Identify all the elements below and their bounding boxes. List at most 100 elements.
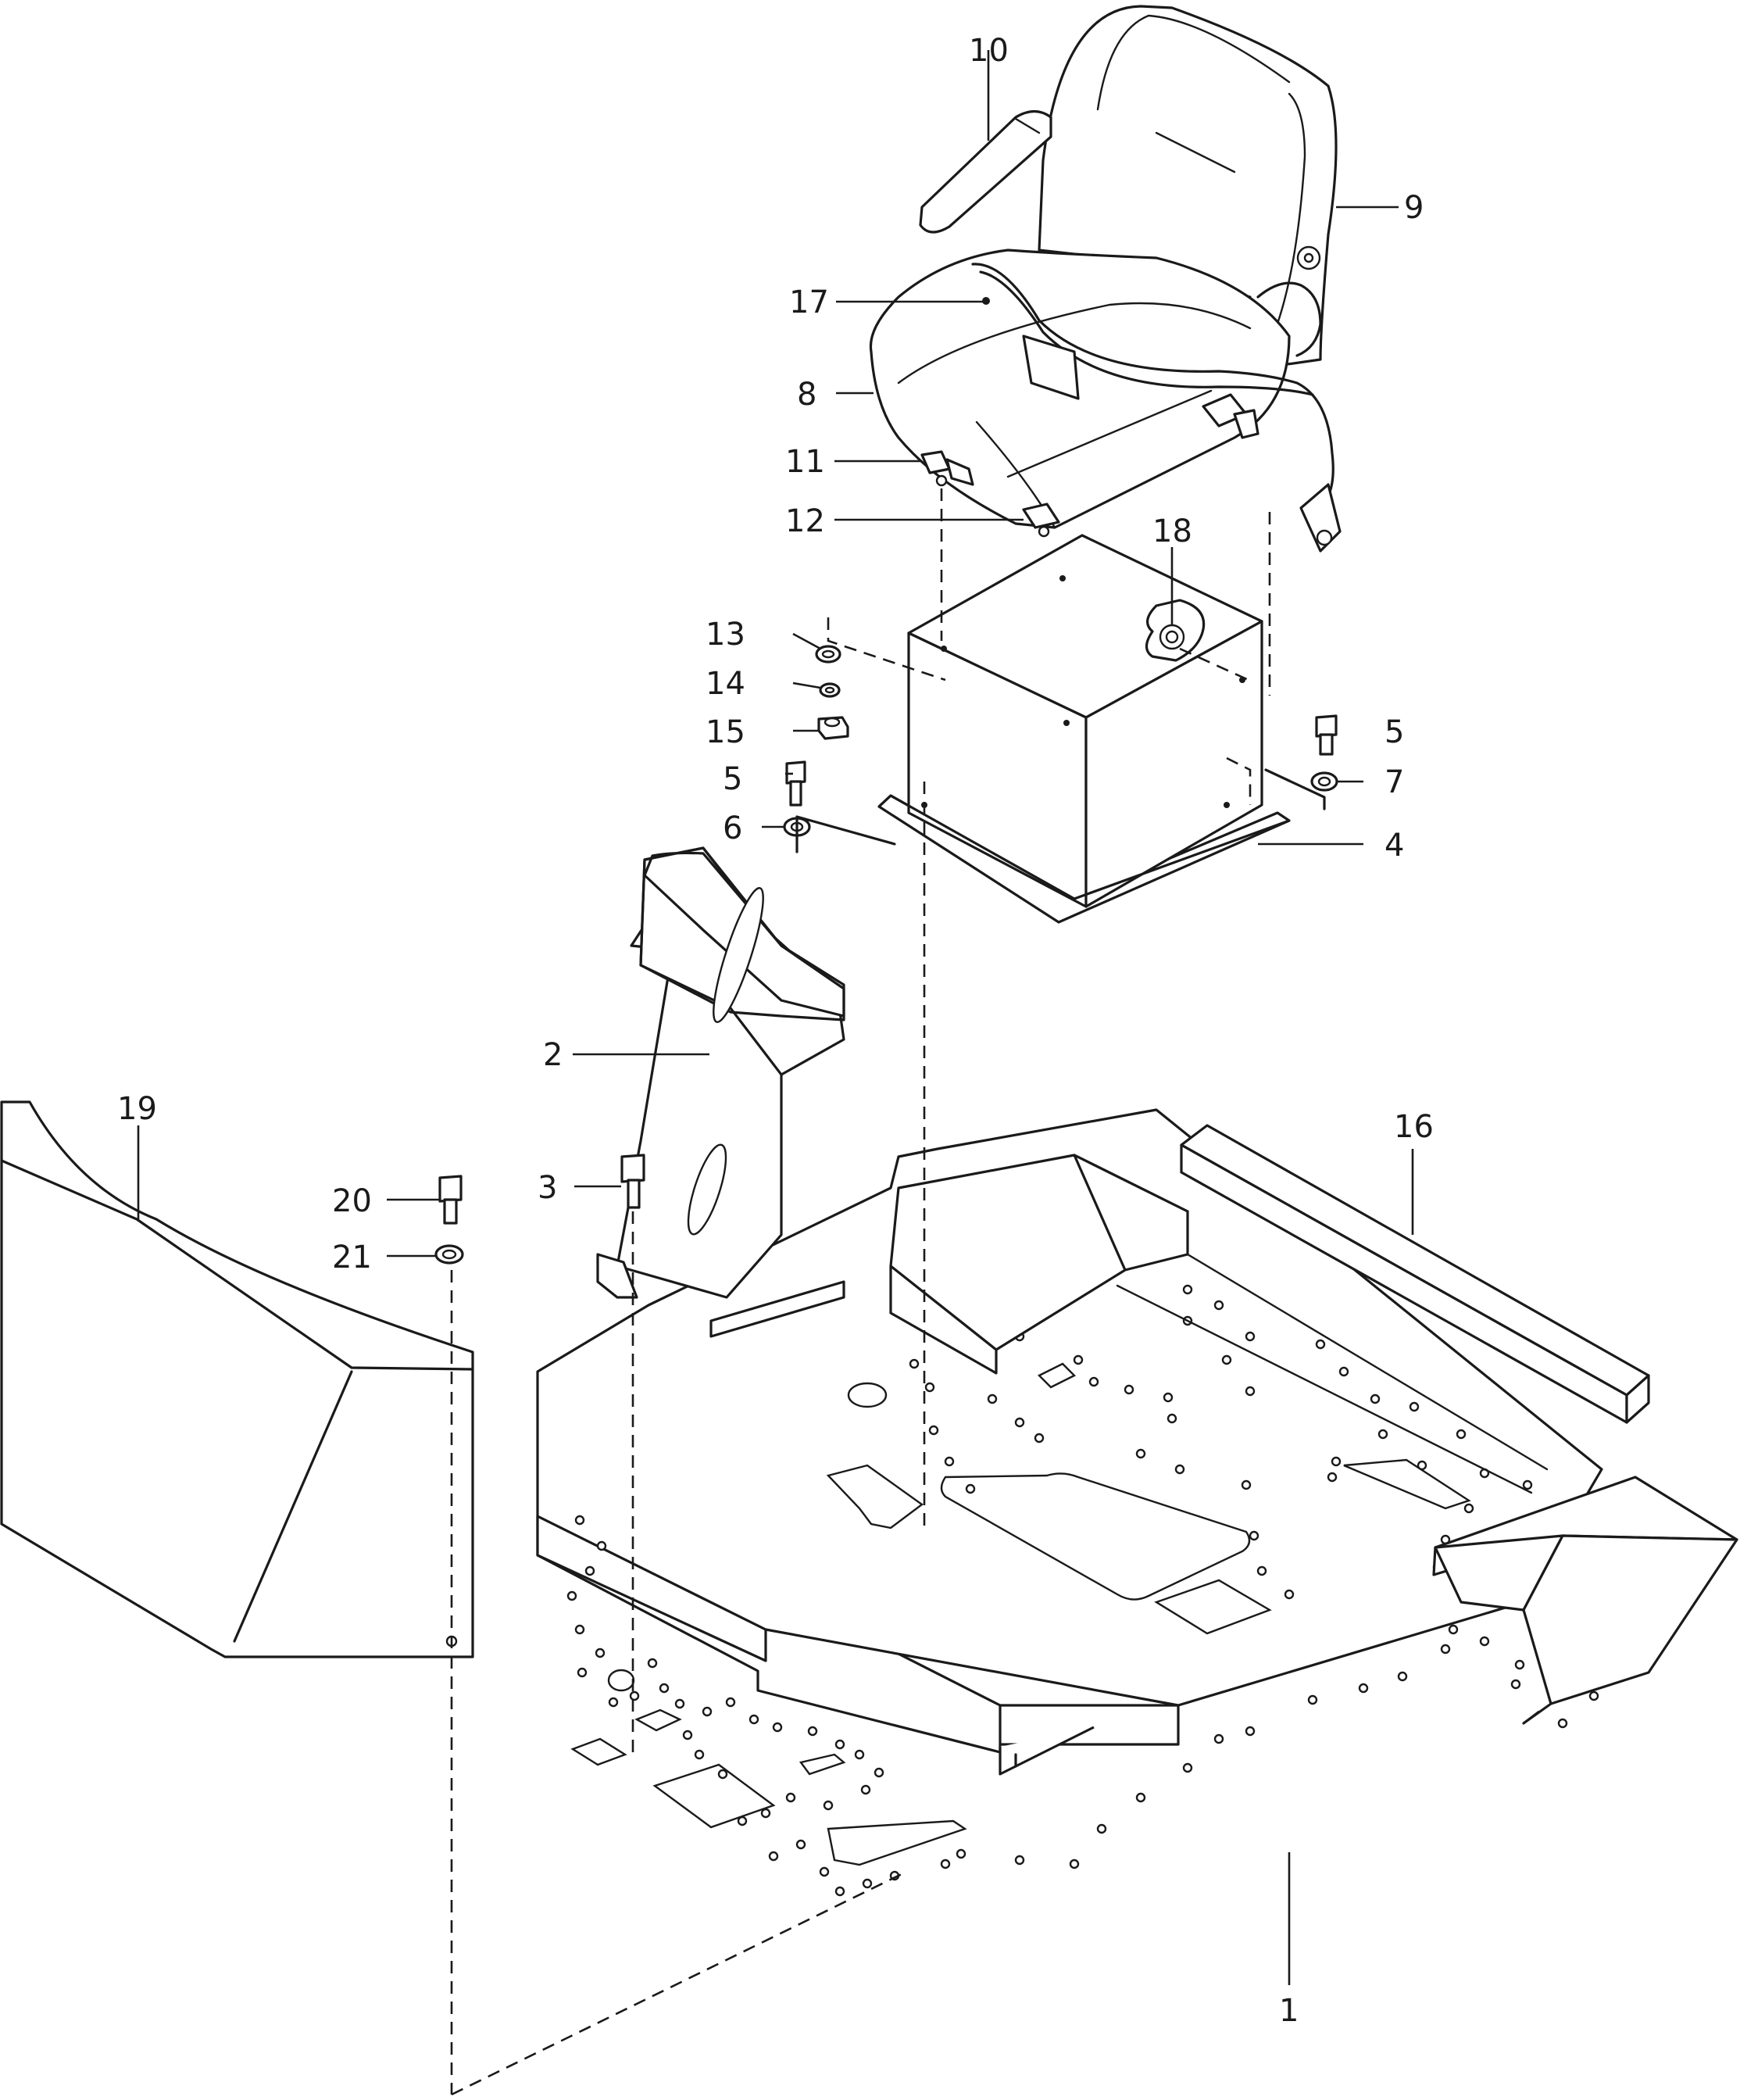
callout-9: 9 xyxy=(1404,190,1424,226)
mounting-hole xyxy=(772,1722,783,1733)
mounting-hole xyxy=(795,1839,806,1850)
mounting-hole xyxy=(566,1590,577,1601)
mounting-hole xyxy=(956,1848,966,1859)
mounting-hole xyxy=(1174,1464,1185,1475)
mounting-hole xyxy=(987,1393,998,1404)
mounting-hole xyxy=(1377,1429,1388,1440)
mounting-hole xyxy=(834,1739,845,1750)
mounting-hole xyxy=(1456,1429,1467,1440)
callout-18: 18 xyxy=(1152,513,1192,549)
mounting-hole xyxy=(1182,1762,1193,1773)
mounting-hole xyxy=(854,1749,865,1760)
seat-slide-rail xyxy=(1202,393,1259,439)
callout-15: 15 xyxy=(706,714,745,750)
mounting-hole xyxy=(1557,1718,1568,1729)
mounting-hole xyxy=(1073,1354,1084,1365)
seat-bracket-11 xyxy=(920,450,974,487)
bolt-3 xyxy=(620,1154,645,1209)
mounting-hole xyxy=(584,1565,595,1576)
mounting-hole xyxy=(760,1808,771,1819)
mounting-hole xyxy=(807,1726,818,1737)
bolt-5-left xyxy=(785,760,806,807)
bolt-20 xyxy=(438,1175,463,1225)
mounting-hole xyxy=(1245,1726,1256,1737)
mounting-hole xyxy=(1315,1339,1326,1350)
mounting-hole xyxy=(674,1698,685,1709)
mounting-hole xyxy=(1256,1565,1267,1576)
callout-19: 19 xyxy=(117,1091,157,1127)
washer-7 xyxy=(1310,771,1338,792)
mounting-hole xyxy=(1249,1530,1259,1541)
assembly-lines xyxy=(450,488,1326,2096)
callout-7: 7 xyxy=(1384,764,1404,800)
mounting-hole xyxy=(1221,1354,1232,1365)
seat-bracket-12 xyxy=(1022,503,1060,538)
mounting-hole xyxy=(1241,1479,1252,1490)
washer-13 xyxy=(815,645,841,664)
mounting-hole xyxy=(725,1697,736,1708)
callout-8: 8 xyxy=(797,377,816,413)
mounting-hole xyxy=(785,1792,796,1803)
mounting-hole xyxy=(1096,1823,1107,1834)
mounting-hole xyxy=(574,1624,585,1635)
callout-12: 12 xyxy=(785,503,825,539)
mounting-hole xyxy=(1284,1589,1295,1600)
mounting-hole xyxy=(595,1647,606,1658)
mounting-hole xyxy=(574,1515,585,1526)
armrest-10 xyxy=(919,109,1052,234)
mounting-hole xyxy=(659,1683,670,1694)
mounting-hole xyxy=(909,1358,920,1369)
mounting-hole xyxy=(1014,1855,1025,1866)
mounting-hole xyxy=(1522,1479,1533,1490)
callout-1: 1 xyxy=(1279,1993,1299,2029)
nut-15 xyxy=(817,716,849,740)
mounting-hole xyxy=(608,1697,619,1708)
console-stand-2 xyxy=(596,846,845,1338)
mounting-hole xyxy=(1440,1644,1451,1655)
mounting-hole xyxy=(1514,1659,1525,1670)
mounting-hole xyxy=(1213,1300,1224,1311)
mounting-hole xyxy=(940,1859,951,1869)
mounting-hole xyxy=(694,1749,705,1760)
mounting-hole xyxy=(1167,1413,1177,1424)
mounting-hole xyxy=(1327,1472,1338,1483)
mounting-hole xyxy=(682,1730,693,1740)
mounting-hole xyxy=(1245,1386,1256,1397)
seat-base-box-4 xyxy=(877,534,1291,924)
mounting-hole xyxy=(1135,1792,1146,1803)
mounting-hole xyxy=(749,1714,759,1725)
seat-cushion-8 xyxy=(869,249,1291,529)
mounting-hole xyxy=(924,1382,935,1393)
mounting-hole xyxy=(1213,1733,1224,1744)
callout-5-left: 5 xyxy=(723,761,742,797)
callout-labels: 10 9 17 8 11 12 18 13 14 15 5 6 5 7 4 2 … xyxy=(117,33,1434,2029)
leader-lines xyxy=(137,50,1414,1985)
mounting-hole xyxy=(1124,1384,1134,1395)
bolt-5-right xyxy=(1315,714,1338,756)
mounting-hole xyxy=(1014,1417,1025,1428)
mounting-hole xyxy=(1135,1448,1146,1459)
mounting-hole xyxy=(1409,1401,1420,1412)
mounting-hole xyxy=(862,1878,873,1889)
callout-5-right: 5 xyxy=(1384,714,1404,750)
mounting-hole xyxy=(1245,1331,1256,1342)
mounting-hole xyxy=(1397,1671,1408,1682)
callout-20: 20 xyxy=(332,1183,372,1219)
callout-21: 21 xyxy=(332,1240,372,1275)
mounting-hole xyxy=(1463,1503,1474,1514)
mounting-hole xyxy=(1069,1859,1080,1869)
mounting-hole xyxy=(577,1667,588,1678)
callout-10: 10 xyxy=(969,33,1009,69)
bar-16 xyxy=(1180,1124,1650,1424)
floor-plate-right-block xyxy=(1432,1476,1738,1725)
mounting-hole xyxy=(1358,1683,1369,1694)
mounting-hole xyxy=(823,1800,834,1811)
mounting-hole xyxy=(874,1767,884,1778)
side-panel-19 xyxy=(0,1100,474,1658)
mounting-hole xyxy=(860,1784,871,1795)
callout-11: 11 xyxy=(785,444,825,480)
mounting-hole xyxy=(1370,1393,1381,1404)
callout-3: 3 xyxy=(538,1170,557,1206)
mounting-hole xyxy=(1307,1694,1318,1705)
